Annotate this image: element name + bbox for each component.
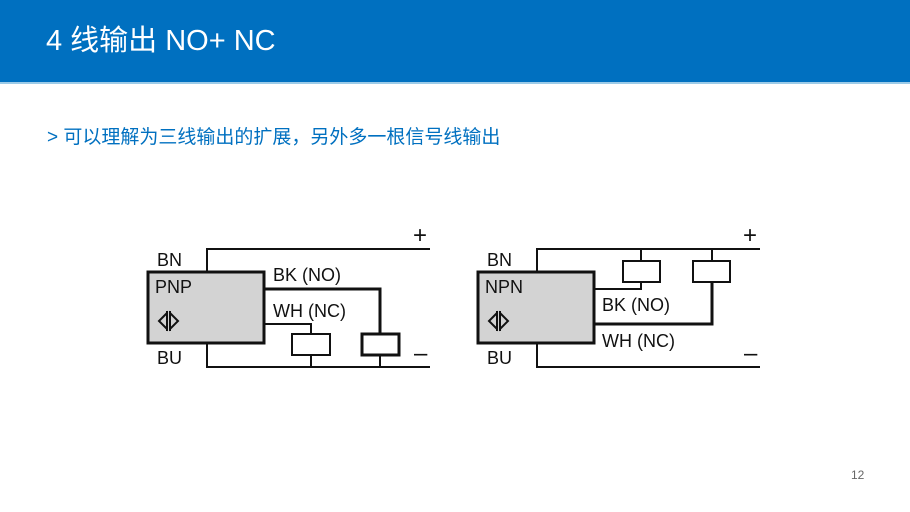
inductive-sensor-icon: [487, 310, 510, 332]
inductive-sensor-icon: [157, 310, 180, 332]
page-number: 12: [851, 468, 865, 482]
pnp-minus-sign: –: [414, 340, 428, 367]
pnp-bu-label: BU: [157, 348, 182, 368]
npn-diagram: BN NPN BU BK (NO) WH (NC) + –: [476, 222, 760, 368]
pnp-wh-wire: [264, 323, 312, 334]
npn-bk-wire: [594, 282, 642, 290]
npn-relay-no: [622, 260, 661, 283]
pnp-bk-label: BK (NO): [273, 265, 341, 285]
npn-bu-wire: [536, 343, 760, 368]
pnp-bn-label: BN: [157, 250, 182, 270]
page-title: 4 线输出 NO+ NC: [46, 25, 276, 57]
pnp-bn-wire: [206, 248, 430, 272]
npn-wh-label: WH (NC): [602, 331, 675, 351]
npn-sensor-box: [476, 270, 596, 345]
subtitle: > 可以理解为三线输出的扩展，另外多一根信号线输出: [47, 127, 501, 148]
pnp-bk-wire: [264, 287, 382, 334]
header-bar: 4 线输出 NO+ NC: [0, 0, 910, 84]
pnp-bu-wire: [206, 343, 430, 368]
pnp-sensor-label: PNP: [155, 277, 192, 297]
npn-relay-nc: [692, 260, 731, 283]
pnp-relay-nc: [291, 333, 331, 356]
pnp-diagram: BN PNP BU BK (NO) WH (NC) + –: [146, 222, 430, 368]
npn-plus-sign: +: [743, 222, 757, 249]
npn-bu-label: BU: [487, 348, 512, 368]
pnp-sensor-box: [146, 270, 266, 345]
npn-minus-sign: –: [744, 340, 758, 367]
npn-bk-label: BK (NO): [602, 295, 670, 315]
pnp-relay-no: [360, 332, 401, 357]
pnp-wh-label: WH (NC): [273, 301, 346, 321]
npn-bn-wire: [536, 248, 760, 272]
npn-bn-label: BN: [487, 250, 512, 270]
pnp-plus-sign: +: [413, 222, 427, 249]
npn-sensor-label: NPN: [485, 277, 523, 297]
npn-wh-wire: [594, 282, 714, 326]
